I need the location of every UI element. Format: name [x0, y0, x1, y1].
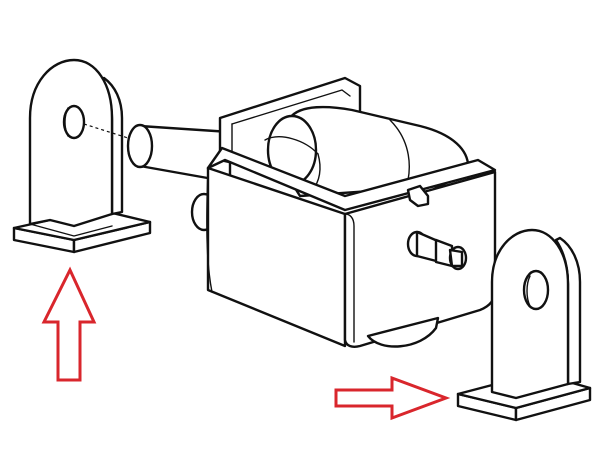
right-mounting-bracket: [456, 228, 592, 422]
left-mounting-bracket: [12, 58, 152, 254]
plunger-end: [126, 123, 154, 169]
left-bracket-upright-face: [28, 58, 114, 228]
up-arrow: [41, 266, 97, 382]
solenoid-valve: [126, 76, 497, 348]
right-bracket-hole: [522, 269, 550, 311]
right-bracket-upright-face: [490, 228, 570, 400]
alignment-dash-line: [83, 123, 129, 139]
housing-clip: [406, 184, 430, 208]
right-arrow: [334, 375, 451, 421]
solenoid-nozzle: [406, 230, 468, 271]
left-bracket-hole: [62, 104, 86, 140]
solenoid-housing-top: [206, 146, 497, 212]
